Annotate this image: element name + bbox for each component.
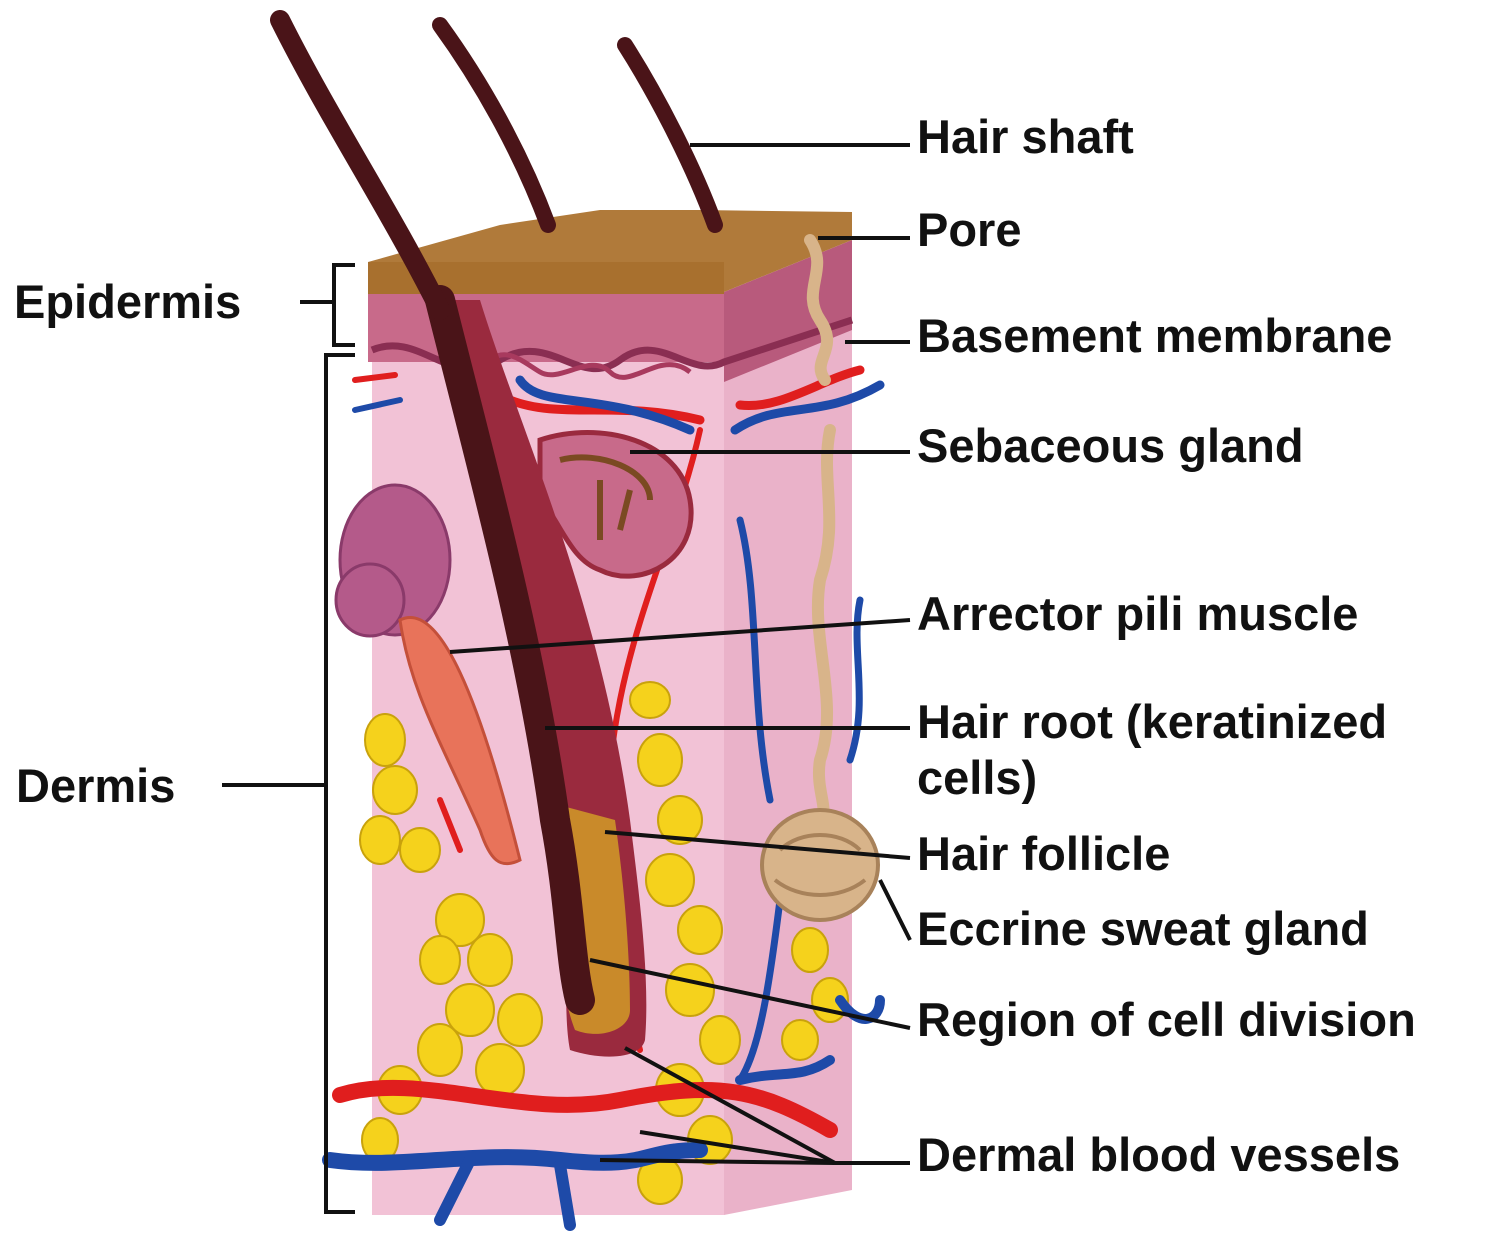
leader-eccrine-gland [880, 880, 910, 940]
label-eccrine-sweat-gland: Eccrine sweat gland [917, 905, 1369, 952]
label-sebaceous-gland: Sebaceous gland [917, 422, 1304, 469]
sebaceous-gland-left [336, 485, 450, 636]
label-hair-root: Hair root (keratinized cells) [917, 694, 1477, 806]
label-hair-shaft: Hair shaft [917, 113, 1134, 160]
hair-shaft-1 [280, 20, 440, 310]
label-arrector-pili-muscle: Arrector pili muscle [917, 590, 1358, 637]
layer-brackets [222, 265, 355, 1212]
dermis-bracket [326, 355, 355, 1212]
label-region-of-cell-division: Region of cell division [917, 996, 1416, 1043]
hair-shaft-2 [440, 25, 548, 225]
label-hair-follicle: Hair follicle [917, 830, 1170, 877]
label-pore: Pore [917, 206, 1022, 253]
label-epidermis: Epidermis [14, 278, 241, 325]
label-dermal-blood-vessels: Dermal blood vessels [917, 1131, 1400, 1178]
label-basement-membrane: Basement membrane [917, 312, 1392, 359]
hair-shaft-3 [625, 45, 715, 225]
label-dermis: Dermis [16, 762, 175, 809]
sweat-coil [762, 810, 878, 920]
epidermis-bracket [334, 265, 355, 345]
